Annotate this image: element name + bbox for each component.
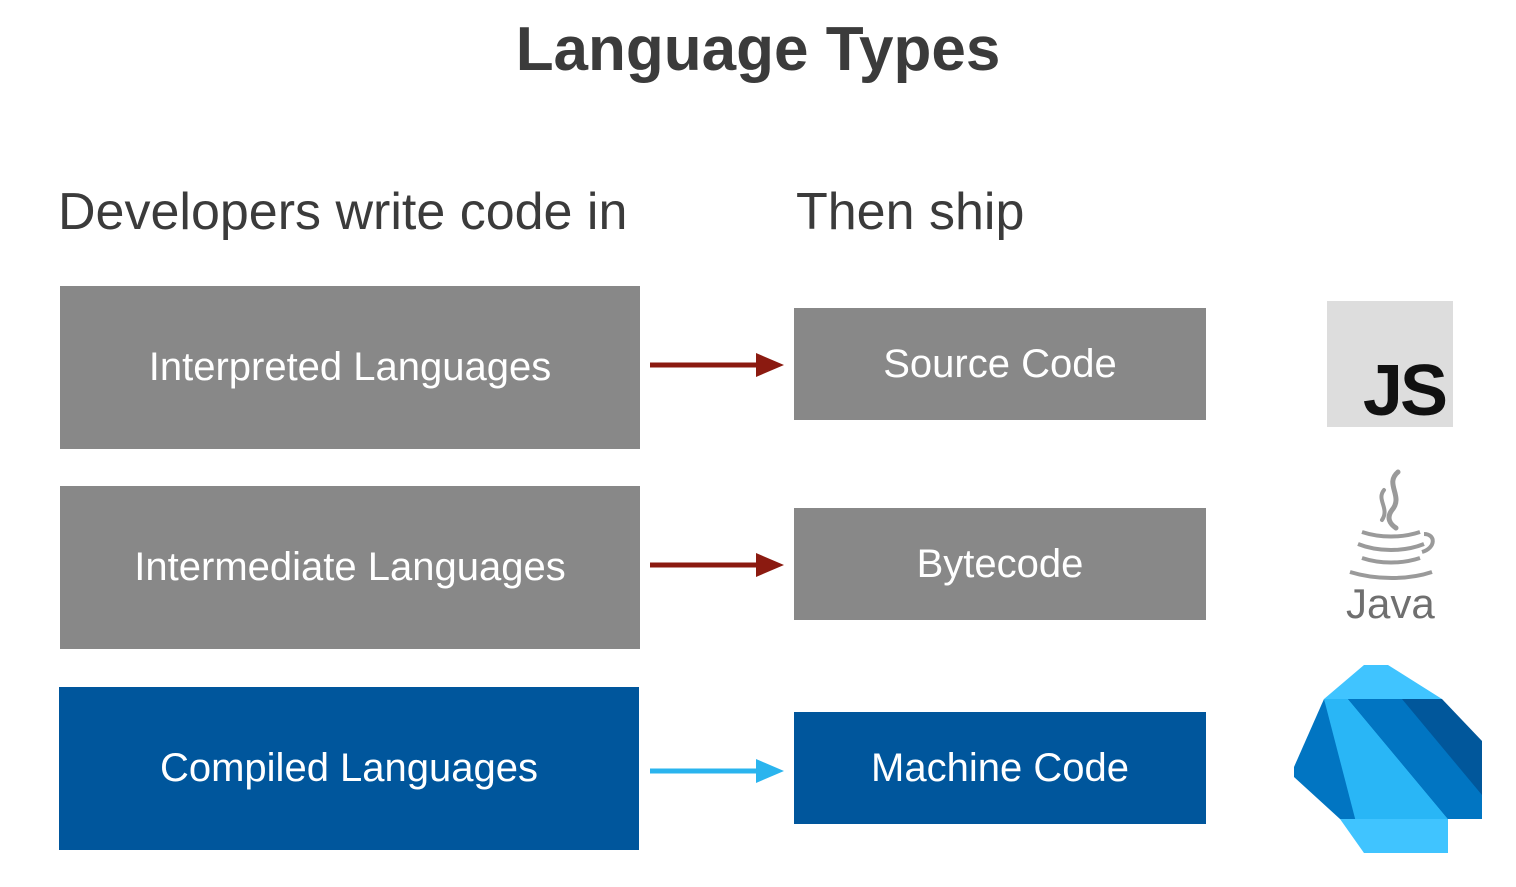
interpreted-languages-box: Interpreted Languages xyxy=(60,286,640,449)
compiled-languages-box: Compiled Languages xyxy=(59,687,639,850)
machine-code-box: Machine Code xyxy=(794,712,1206,824)
java-logo-text: Java xyxy=(1346,580,1435,627)
intermediate-languages-box: Intermediate Languages xyxy=(60,486,640,649)
arrow-intermediate-to-bytecode xyxy=(650,553,784,577)
javascript-logo-text: JS xyxy=(1362,351,1448,431)
arrow-compiled-to-machine xyxy=(650,759,784,783)
bytecode-box: Bytecode xyxy=(794,508,1206,620)
source-code-box: Source Code xyxy=(794,308,1206,420)
java-logo-icon: Java xyxy=(1340,468,1440,633)
javascript-logo-icon: JS xyxy=(1327,301,1453,427)
right-column-heading: Then ship xyxy=(796,183,1025,241)
dart-logo-icon xyxy=(1294,665,1482,853)
slide-title: Language Types xyxy=(515,15,1001,84)
arrow-interpreted-to-source xyxy=(650,353,784,377)
left-column-heading: Developers write code in xyxy=(58,183,628,241)
